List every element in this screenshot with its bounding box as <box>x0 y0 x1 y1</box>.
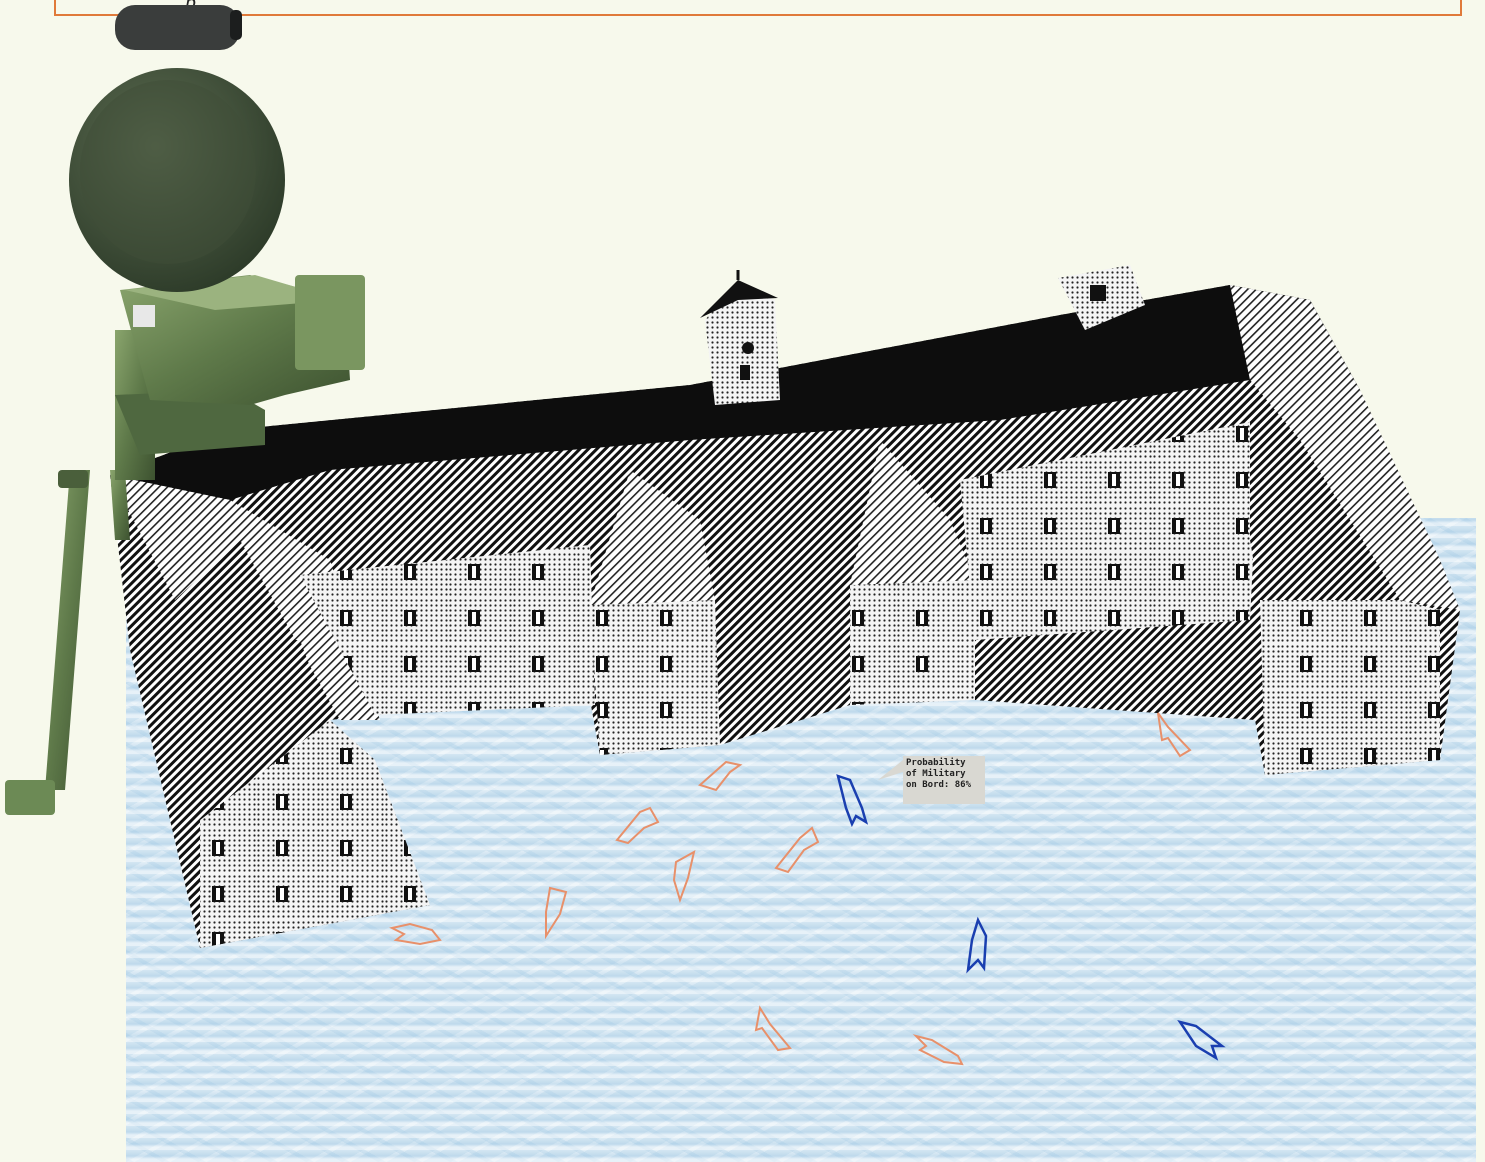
callout-pointer <box>878 760 903 780</box>
civil-vessel-icon <box>617 808 658 843</box>
military-vessel-markers <box>838 776 1222 1058</box>
military-vessel-icon <box>968 920 986 970</box>
civil-vessel-markers <box>392 713 1190 1064</box>
civil-vessel-icon <box>546 888 566 936</box>
civil-vessel-icon <box>1158 713 1190 756</box>
civil-vessel-icon <box>700 762 740 790</box>
civil-vessel-icon <box>916 1036 962 1064</box>
callout-line-1: Probability <box>906 758 983 769</box>
civil-vessel-icon <box>756 1008 790 1050</box>
military-vessel-icon <box>1180 1022 1222 1058</box>
military-vessel-icon <box>838 776 866 824</box>
callout-line-2: of Military <box>906 769 983 780</box>
callout-line-3: on Bord: 86% <box>906 780 983 791</box>
civil-vessel-icon <box>392 924 440 944</box>
probability-callout: Probability of Military on Bord: 86% <box>903 756 985 804</box>
civil-vessel-icon <box>674 852 694 900</box>
civil-vessel-icon <box>776 828 818 872</box>
